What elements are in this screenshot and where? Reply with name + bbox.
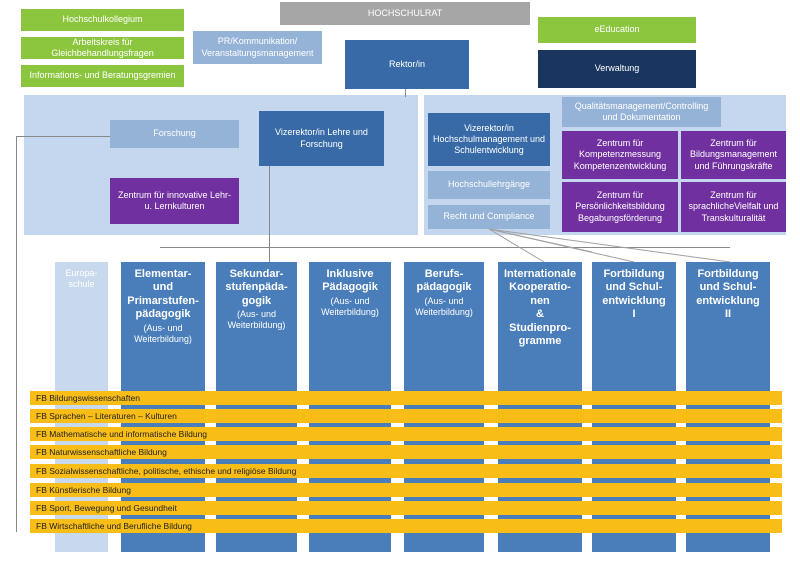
fb-strip: FB Naturwissenschaftliche Bildung [30,445,782,459]
fan-line-4 [488,228,593,253]
fb-strip: FB Sport, Bewegung und Gesundheit [30,501,782,515]
fb-strip: FB Sprachen – Literaturen – Kulturen [30,409,782,423]
informationsgremien-box: Informations- und Beratungsgremien [21,65,184,87]
fb-strip: FB Mathematische und informatische Bildu… [30,427,782,441]
column-title: Fortbildung und Schul- entwicklung I [602,268,666,321]
fb-strip: FB Wirtschaftliche und Berufliche Bildun… [30,519,782,533]
pr-box: PR/Kommunikation/ Veranstaltungsmanageme… [193,31,322,64]
zentrum-bildungsmanagement-box: Zentrum für Bildungsmanagement und Führu… [681,131,786,179]
zentrum-kompetenzmessung-box: Zentrum für Kompetenzmessung Kompetenzen… [562,131,678,179]
column-title: Elementar- und Primarstufen- pädagogik [127,268,199,321]
eeducation-box: eEducation [538,17,696,43]
column-subtitle: (Aus- und Weiterbildung) [415,295,473,318]
column-title: Europa- schule [65,268,98,289]
column-title: Fortbildung und Schul- entwicklung II [696,268,760,321]
column-title: Internationale Kooperatio- nen & Studien… [503,268,577,348]
rektor-box: Rektor/in [345,40,469,89]
forschung-box: Forschung [110,120,239,148]
arbeitskreis-box: Arbeitskreis für Gleichbehandlungsfragen [21,37,184,59]
qualitaetsmanagement-box: Qualitätsmanagement/Controlling und Doku… [562,97,721,127]
hochschullehrgaenge-box: Hochschullehrgänge [428,171,550,199]
column-subtitle: (Aus- und Weiterbildung) [134,322,192,344]
zentrum-persoenlichkeitsbildung-box: Zentrum für Persönlichkeitsbildung Begab… [562,182,678,232]
connector-forschung-vertical [16,136,17,532]
fb-strip: FB Bildungswissenschaften [30,391,782,405]
fan-line-3 [488,228,731,263]
hochschulrat-box: HOCHSCHULRAT [280,2,530,25]
column-title: Berufs- pädagogik [416,268,472,294]
connector-vr-left-down [269,166,270,262]
zentrum-innovative-box: Zentrum für innovative Lehr- u. Lernkult… [110,178,239,224]
vizerektor-lehre-box: Vizerektor/in Lehre und Forschung [259,111,384,166]
column-subtitle: (Aus- und Weiterbildung) [321,295,379,318]
fb-strip: FB Sozialwissenschaftliche, politische, … [30,464,782,478]
connector-rektor-down [405,89,406,97]
connector-columns-bar [160,247,730,248]
hochschulkollegium-box: Hochschulkollegium [21,9,184,31]
recht-compliance-box: Recht und Compliance [428,205,550,229]
column-title: Inklusive Pädagogik [322,268,378,294]
fb-strip: FB Künstlerische Bildung [30,483,782,497]
zentrum-sprachliche-vielfalt-box: Zentrum für sprachlicheVielfalt und Tran… [681,182,786,232]
fan-line-1 [488,228,545,263]
connector-forschung-left [16,136,110,137]
vizerektor-hochschulmanagement-box: Vizerektor/in Hochschulmanagement und Sc… [428,113,550,166]
column-subtitle: (Aus- und Weiterbildung) [227,309,286,331]
verwaltung-box: Verwaltung [538,50,696,88]
column-title: Sekundar- stufenpäda- gogik [225,268,288,307]
